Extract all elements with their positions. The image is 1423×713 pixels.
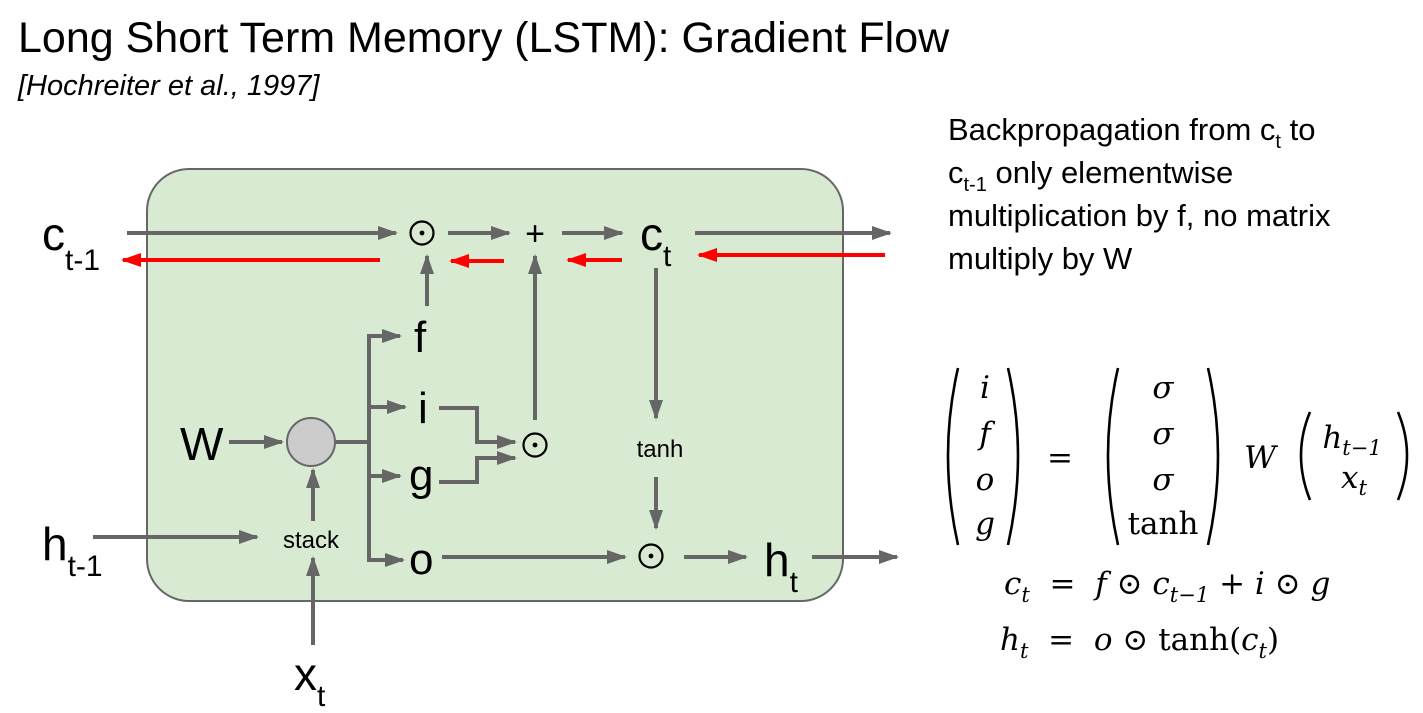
- input-h-prev: ht-1: [42, 518, 103, 583]
- arrow-g-to-input-mult: [439, 451, 517, 484]
- eq-term: c: [1004, 566, 1022, 602]
- eq-subscript: t−1: [1169, 583, 1210, 607]
- eq-operator: +: [1219, 566, 1246, 602]
- right-paren-activations: [1206, 367, 1220, 546]
- eq-operator: ⊙: [1116, 566, 1143, 602]
- citation: [Hochreiter et al., 1997]: [18, 70, 320, 102]
- add-op: +: [525, 215, 545, 253]
- note-text: multiplication by f, no matrix: [948, 198, 1331, 233]
- forget-mult-op: [409, 220, 435, 246]
- weight-matrix-w: W: [1244, 440, 1278, 476]
- equals-sign: =: [1047, 440, 1073, 476]
- act-vec-3: tanh: [1128, 506, 1199, 542]
- eq-equals: =: [1038, 622, 1084, 658]
- gradient-flow-note: Backpropagation from ct to ct-1 only ele…: [948, 108, 1418, 280]
- hidden-update-equation: ht = o ⊙ tanh(ct): [1000, 622, 1279, 663]
- input-vec-h: ht−1: [1322, 420, 1381, 460]
- eq-subscript: t: [1019, 639, 1029, 663]
- eq-equals: =: [1039, 566, 1086, 602]
- input-mult-op: [522, 432, 548, 458]
- tanh-op: tanh: [637, 436, 684, 463]
- weights-w: W: [180, 418, 224, 470]
- eq-term: o: [1093, 622, 1113, 658]
- note-text: only elementwise: [986, 155, 1234, 190]
- eq-term: h: [1000, 622, 1020, 658]
- input-c-prev: ct-1: [42, 208, 100, 277]
- matmul-node: [286, 417, 336, 467]
- note-text: Backpropagation from c: [948, 112, 1276, 147]
- input-vec-x: xt: [1341, 460, 1367, 500]
- act-vec-0: σ: [1152, 370, 1174, 406]
- left-paren-gates: [946, 367, 960, 546]
- eq-operator: ⊙: [1122, 622, 1149, 658]
- right-paren-inputs: [1396, 411, 1409, 501]
- gate-i: i: [418, 384, 428, 433]
- eq-term: c: [1241, 622, 1259, 658]
- act-vec-2: σ: [1152, 462, 1174, 498]
- gate-vec-o: o: [976, 462, 995, 498]
- gate-vec-i: i: [980, 370, 990, 406]
- gate-o: o: [409, 535, 433, 584]
- note-subscript: t: [1275, 131, 1281, 153]
- output-h: ht: [764, 534, 799, 599]
- note-text: c: [948, 155, 964, 190]
- gate-g: g: [409, 451, 433, 500]
- note-text: multiply by W: [948, 241, 1133, 276]
- output-c: ct: [640, 208, 672, 273]
- act-vec-1: σ: [1152, 416, 1174, 452]
- arrow-i-to-input-mult: [439, 406, 517, 449]
- eq-subscript: t: [1021, 583, 1030, 607]
- note-text: to: [1280, 112, 1316, 147]
- left-paren-activations: [1106, 367, 1120, 546]
- eq-term: g: [1310, 566, 1331, 602]
- output-mult-op: [638, 543, 664, 569]
- eq-subscript: t: [1258, 639, 1267, 663]
- eq-term: c: [1152, 566, 1170, 602]
- eq-function: tanh(: [1158, 622, 1242, 658]
- eq-term: i: [1254, 566, 1265, 602]
- gate-equation: i f o g = σ σ σ tanh W ht−1 xt: [946, 367, 1409, 546]
- note-subscript: t-1: [963, 174, 987, 196]
- right-paren-gates: [1006, 367, 1020, 546]
- lstm-cell-box: [146, 168, 844, 602]
- gate-vec-g: g: [975, 506, 995, 542]
- gate-f: f: [414, 313, 427, 362]
- eq-term: f: [1095, 566, 1107, 602]
- slide-title: Long Short Term Memory (LSTM): Gradient …: [18, 14, 950, 62]
- eq-operator: ⊙: [1274, 566, 1301, 602]
- stack-op: stack: [283, 527, 340, 554]
- eq-paren: ): [1267, 622, 1280, 658]
- input-x: xt: [294, 648, 326, 713]
- cell-update-equation: ct = f ⊙ ct−1 + i ⊙ g: [1004, 566, 1330, 607]
- left-paren-inputs: [1299, 411, 1312, 501]
- gate-vec-f: f: [977, 416, 996, 452]
